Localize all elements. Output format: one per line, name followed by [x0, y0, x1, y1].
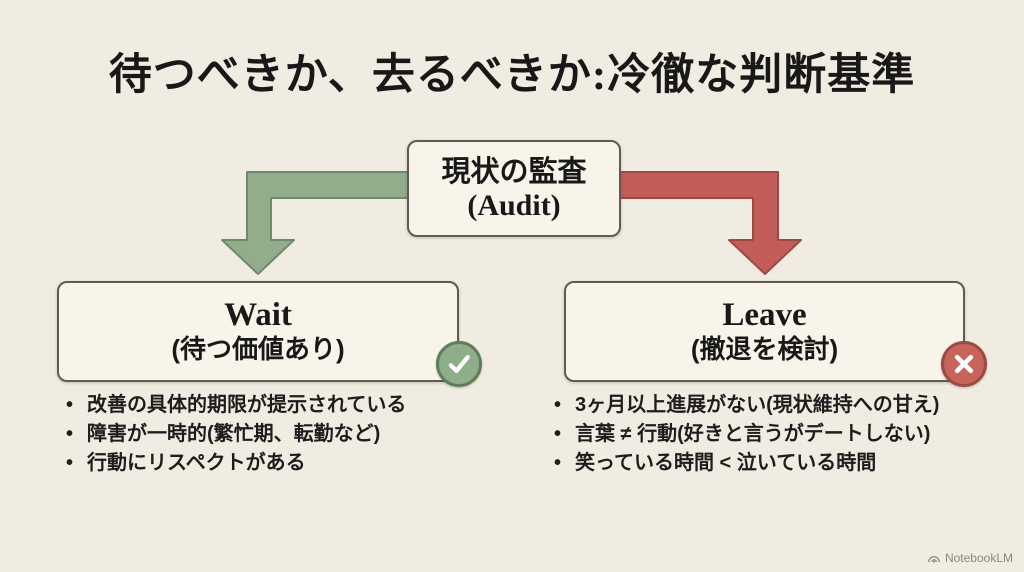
wait-node-subtitle: (待つ価値あり)	[171, 334, 345, 365]
cross-icon	[954, 354, 974, 374]
check-icon	[448, 355, 470, 373]
list-item: 障害が一時的(繁忙期、転勤など)	[64, 420, 534, 449]
page-title: 待つべきか、去るべきか:冷徹な判断基準	[108, 52, 916, 99]
red-elbow-arrow	[609, 171, 802, 275]
leave-node: Leave (撤退を検討)	[564, 281, 965, 382]
wait-node-title: Wait	[224, 297, 292, 334]
leave-node-title: Leave	[722, 297, 807, 334]
leave-node-subtitle: (撤退を検討)	[690, 334, 839, 365]
list-item: 言葉 ≠ 行動(好きと言うがデートしない)	[552, 420, 1012, 449]
notebooklm-logo-icon	[928, 555, 940, 563]
audit-node: 現状の監査 (Audit)	[407, 140, 621, 237]
audit-node-title: 現状の監査	[441, 155, 587, 188]
audit-node-subtitle: (Audit)	[467, 189, 561, 223]
list-item: 行動にリスペクトがある	[64, 449, 534, 478]
list-item: 笑っている時間 < 泣いている時間	[552, 449, 1012, 478]
list-item: 3ヶ月以上進展がない(現状維持への甘え)	[552, 391, 1012, 420]
green-elbow-arrow	[221, 171, 413, 275]
brand-label: NotebookLM	[944, 551, 1013, 565]
list-item: 改善の具体的期限が提示されている	[64, 391, 534, 420]
leave-criteria-list: 3ヶ月以上進展がない(現状維持への甘え) 言葉 ≠ 行動(好きと言うがデートしな…	[552, 391, 1012, 478]
wait-criteria-list: 改善の具体的期限が提示されている 障害が一時的(繁忙期、転勤など) 行動にリスペ…	[64, 391, 534, 478]
wait-node: Wait (待つ価値あり)	[57, 281, 459, 382]
check-badge	[436, 341, 482, 387]
cross-badge	[941, 341, 987, 387]
brand-footer: NotebookLM	[927, 551, 1013, 565]
